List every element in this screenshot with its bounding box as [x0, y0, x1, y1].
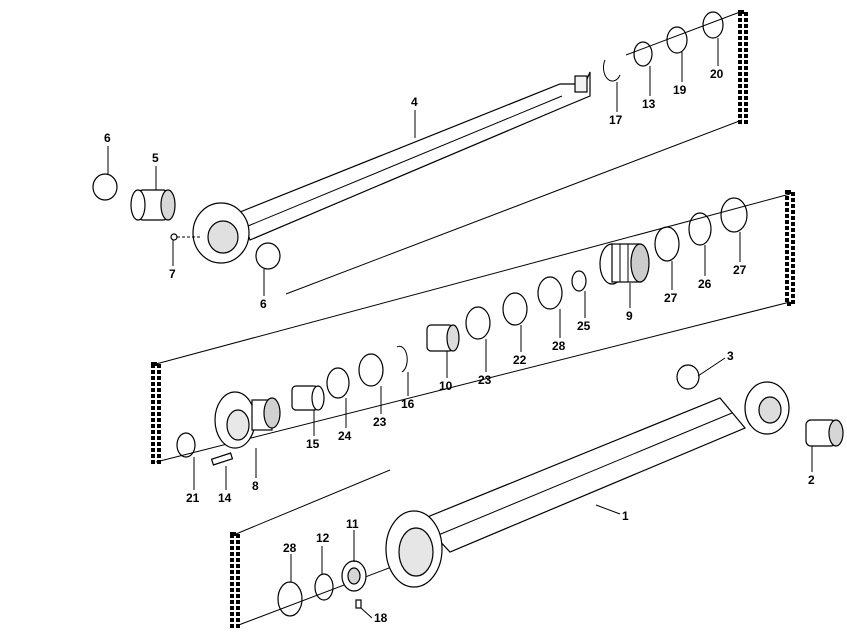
ring-28-bottom: [277, 581, 303, 617]
callout-9: 9: [626, 309, 633, 323]
callout-19: 19: [673, 83, 687, 97]
callout-12: 12: [316, 531, 330, 545]
callout-25: 25: [577, 319, 591, 333]
ring-27-right: [720, 197, 748, 233]
callout-7: 7: [169, 267, 176, 281]
dust-seal-right: [255, 242, 281, 270]
ring-12: [314, 573, 334, 601]
nut-11: [341, 560, 367, 592]
seal-13: [633, 41, 653, 67]
callout-27-right: 27: [733, 263, 747, 277]
callout-16: 16: [401, 397, 415, 411]
set-screw-18: [355, 599, 362, 609]
callout-14: 14: [218, 491, 232, 505]
snap-ring-17: [603, 59, 621, 82]
dust-seal-left: [92, 173, 118, 201]
callout-3: 3: [727, 349, 734, 363]
callout-2: 2: [808, 473, 815, 487]
callout-22: 22: [513, 353, 527, 367]
callout-10: 10: [439, 379, 453, 393]
piston: [599, 243, 650, 285]
bushing-15: [291, 385, 325, 411]
ring-22: [502, 292, 528, 326]
callout-23-right: 23: [478, 373, 492, 387]
piston-rod: [192, 71, 591, 264]
ring-19: [666, 26, 688, 54]
ring-28-middle: [537, 276, 563, 310]
callout-11: 11: [346, 517, 359, 531]
rod-eye-bushing: [130, 189, 176, 221]
callout-4: 4: [411, 95, 418, 109]
seal-21: [176, 432, 196, 458]
assembly-frame-bottom: [230, 469, 411, 628]
assembly-frame-middle: [151, 190, 795, 464]
cylinder-tube: [385, 381, 790, 588]
callouts: 4 5 6 7 6 17 13 19 20 9 25 28 22 23 10 1…: [104, 67, 815, 625]
callout-13: 13: [642, 97, 656, 111]
head-bolt: [210, 452, 234, 466]
callout-18: 18: [374, 611, 388, 625]
ring-20: [702, 11, 724, 39]
callout-5: 5: [152, 151, 159, 165]
leader-lines: [107, 38, 813, 619]
seal-25: [571, 270, 587, 292]
callout-28-bottom: 28: [283, 541, 297, 555]
callout-6-left: 6: [104, 131, 111, 145]
bushing-10: [426, 324, 460, 352]
callout-26: 26: [698, 277, 712, 291]
ring-23-left: [358, 353, 384, 387]
callout-6-right: 6: [260, 297, 267, 311]
snap-ring-16: [396, 345, 408, 373]
callout-24: 24: [338, 429, 352, 443]
callout-15: 15: [306, 437, 320, 451]
ring-27-left: [654, 226, 680, 262]
callout-23-left: 23: [373, 415, 387, 429]
callout-1: 1: [622, 509, 629, 523]
ring-23-right: [465, 306, 491, 340]
seal-26: [688, 212, 712, 246]
assembly-frame-top: [285, 10, 748, 295]
pin-bushing-2: [805, 419, 844, 447]
callout-28-middle: 28: [552, 339, 566, 353]
callout-17: 17: [609, 113, 623, 127]
callout-27-left: 27: [664, 291, 678, 305]
ring-24: [326, 367, 350, 399]
grease-fitting: [170, 233, 200, 241]
callout-21: 21: [186, 491, 200, 505]
callout-8: 8: [252, 479, 259, 493]
seal-3: [676, 364, 700, 390]
cylinder-head: [214, 391, 281, 449]
callout-20: 20: [710, 67, 724, 81]
